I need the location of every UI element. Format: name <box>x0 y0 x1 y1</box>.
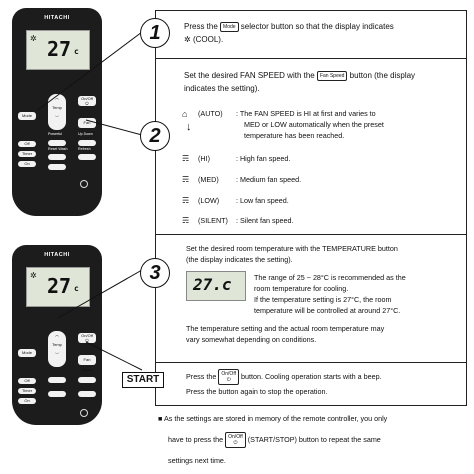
low-description: : Low fan speed. <box>236 196 289 205</box>
fan-speed-button[interactable]: Fan Speed <box>78 118 96 135</box>
step-2-panel: Set the desired FAN SPEED with the Fan S… <box>155 58 467 236</box>
step-3-intro: Set the desired room temperature with th… <box>186 244 398 264</box>
step-1-number: 1 <box>140 18 170 48</box>
silent-label: (SILENT) <box>198 216 228 225</box>
on-off-key-icon: On/Off⏻ <box>218 369 240 385</box>
mode-button[interactable]: Mode <box>18 112 36 120</box>
low-label: (LOW) <box>198 196 220 205</box>
off-timer-button[interactable]: Off <box>18 141 36 147</box>
display-unit: c <box>74 47 79 56</box>
hi-label: (HI) <box>198 154 210 163</box>
silent-description: : Silent fan speed. <box>236 216 294 225</box>
brand-logo: HITACHI <box>44 252 70 258</box>
on-timer-button[interactable]: On <box>18 398 36 404</box>
reset-wash-label: Reset Wash <box>48 147 68 151</box>
on-off-button[interactable]: On/Off⏻ <box>78 333 96 343</box>
powerful-button[interactable] <box>48 140 66 146</box>
footer-note: ■ As the settings are stored in memory o… <box>158 414 388 465</box>
on-timer-button[interactable]: On <box>18 161 36 167</box>
temp-button[interactable]: ︿Temp﹀ <box>48 331 66 367</box>
hi-description: : High fan speed. <box>236 154 291 163</box>
reset-wash-button[interactable] <box>48 391 66 397</box>
med-description: : Medium fan speed. <box>236 175 302 184</box>
down-arrow-icon: ↓ <box>186 121 192 133</box>
on-off-button[interactable]: On/Off⏻ <box>78 96 96 106</box>
display-temp: 27 <box>47 274 72 298</box>
remote-display: ✲ 27 c <box>26 267 90 307</box>
fan-speed-key-icon: Fan Speed <box>316 70 348 81</box>
start-panel: Press the On/Off⏻ button. Cooling operat… <box>155 362 467 406</box>
step-2-number: 2 <box>140 121 170 151</box>
step-3-panel: Set the desired room temperature with th… <box>155 234 467 364</box>
display-unit: c <box>74 284 79 293</box>
step-3-note: The temperature setting and the actual r… <box>186 324 385 344</box>
start-badge: START <box>122 372 164 388</box>
step-3-range: The range of 25 ~ 28°C is recommended as… <box>254 273 406 315</box>
fan-speed-button[interactable]: Fan Speed <box>78 355 96 372</box>
up-down-label: Up Down <box>78 132 93 136</box>
mode-key-icon: Mode <box>220 21 239 32</box>
up-down-button[interactable] <box>78 140 96 146</box>
sleep-button[interactable] <box>48 164 66 170</box>
remote-controller-bottom: HITACHI ✲ 27 c Mode On/Off⏻ ︿Temp﹀ Fan S… <box>12 245 102 425</box>
med-label: (MED) <box>198 175 219 184</box>
off-timer-button[interactable]: Off <box>18 378 36 384</box>
remote-logo-icon <box>80 180 88 188</box>
step-1-text: Press the Mode selector button so that t… <box>184 21 394 44</box>
brand-logo: HITACHI <box>44 15 70 21</box>
cool-icon: ✲ <box>184 35 191 44</box>
remote-logo-icon <box>80 409 88 417</box>
on-off-key-icon: On/Off⏻ <box>225 432 246 449</box>
refresh-label: Refresh <box>78 147 91 151</box>
display-temp: 27 <box>47 37 72 61</box>
mode-button[interactable]: Mode <box>18 349 36 357</box>
temp-button[interactable]: ︿Temp﹀ <box>48 94 66 130</box>
bullet-icon: ■ <box>158 414 163 423</box>
powerful-button[interactable] <box>48 377 66 383</box>
step-2-intro: Set the desired FAN SPEED with the Fan S… <box>184 70 416 93</box>
remote-controller-top: HITACHI ✲ 27 c Mode On/Off⏻ ︿Temp﹀ Fan S… <box>12 8 102 216</box>
up-down-button[interactable] <box>78 377 96 383</box>
timer-button[interactable]: Timer <box>18 388 36 394</box>
step-3-display: 27.c <box>186 271 246 301</box>
fan-med-icon: ☴ <box>182 175 190 184</box>
step-1-panel: Press the Mode selector button so that t… <box>155 10 467 60</box>
fan-silent-icon: ☴ <box>182 216 190 225</box>
remote-display: ✲ 27 c <box>26 30 90 70</box>
reset-wash-button[interactable] <box>48 154 66 160</box>
refresh-button[interactable] <box>78 154 96 160</box>
fan-hi-icon: ☴ <box>182 154 190 163</box>
auto-description: : The FAN SPEED is HI at first and varie… <box>236 109 384 140</box>
fan-auto-icon: ⌂ <box>182 109 188 119</box>
refresh-button[interactable] <box>78 391 96 397</box>
powerful-label: Powerful <box>48 132 62 136</box>
step-3-number: 3 <box>140 258 170 288</box>
cool-icon: ✲ <box>30 271 37 280</box>
cool-icon: ✲ <box>30 34 37 43</box>
start-text: Press the On/Off⏻ button. Cooling operat… <box>186 369 382 396</box>
auto-label: (AUTO) <box>198 109 223 118</box>
timer-button[interactable]: Timer <box>18 151 36 157</box>
fan-low-icon: ☴ <box>182 196 190 205</box>
